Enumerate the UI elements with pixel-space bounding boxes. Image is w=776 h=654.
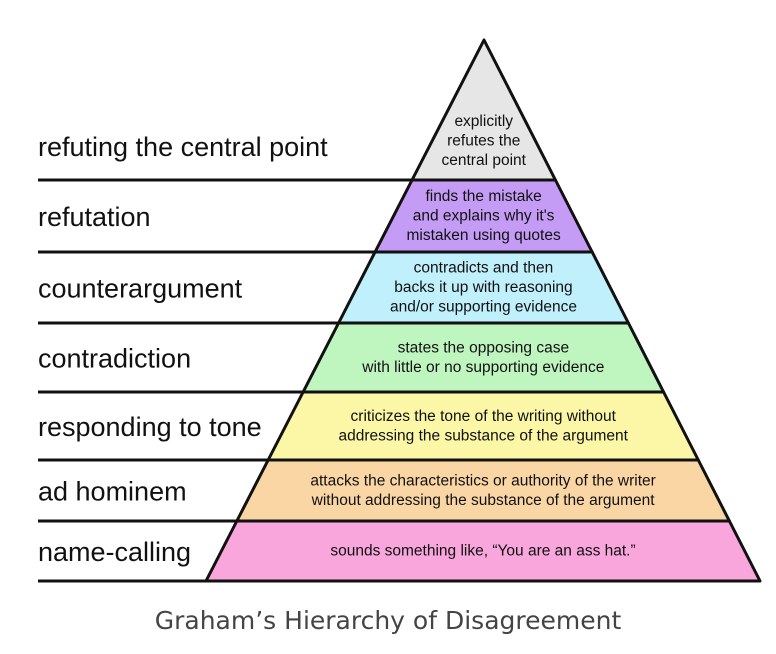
tier-description-line: addressing the substance of the argument (338, 427, 628, 444)
pyramid-tier: finds the mistake and explains why it's mi… (373, 178, 594, 254)
pyramid-tier: states the opposing case with little or n… (301, 321, 666, 394)
tier-description-line: with little or no supporting evidence (361, 359, 604, 376)
tier-description-line: central point (442, 152, 527, 169)
tier-description-line: without addressing the substance of the … (311, 492, 656, 509)
tier-shape (235, 458, 731, 523)
tier-description-line: finds the mistake (425, 188, 541, 205)
pyramid-tier: contradicts and then backs it up with rea… (337, 250, 630, 325)
tier-description-line: attacks the characteristics or authority… (310, 472, 655, 489)
tier-description-line: refutes the (447, 133, 520, 150)
diagram-caption: Graham’s Hierarchy of Disagreement (154, 606, 622, 635)
level-label: counterargument (38, 274, 243, 304)
pyramid-tier: criticizes the tone of the writing witho… (266, 390, 700, 462)
tier-description-line: and explains why it's (413, 208, 555, 225)
pyramid-tier: explicitly refutes the central point (410, 38, 557, 182)
level-label: responding to tone (38, 412, 262, 442)
level-label: name-calling (38, 537, 191, 567)
tier-description-line: explicitly (454, 113, 513, 130)
level-label: contradiction (38, 344, 191, 374)
tier-description-line: contradicts and then (414, 260, 554, 277)
tier-description-line: states the opposing case (398, 339, 569, 356)
level-label: refuting the central point (38, 132, 328, 162)
tier-description-line: criticizes the tone of the writing witho… (351, 408, 617, 425)
pyramid-tier: sounds something like, “You are an ass h… (204, 519, 762, 583)
level-label: refutation (38, 202, 151, 232)
tier-shape (301, 321, 666, 394)
level-label: ad hominem (38, 477, 187, 507)
tier-description-line: mistaken using quotes (406, 227, 560, 244)
tier-shape (204, 519, 762, 583)
tier-description-line: backs it up with reasoning (394, 279, 572, 296)
tier-description-line: and/or supporting evidence (390, 299, 577, 316)
tier-shape (266, 390, 700, 462)
tier-description-line: sounds something like, “You are an ass h… (330, 543, 635, 560)
pyramid-tier: attacks the characteristics or authority… (235, 458, 731, 523)
